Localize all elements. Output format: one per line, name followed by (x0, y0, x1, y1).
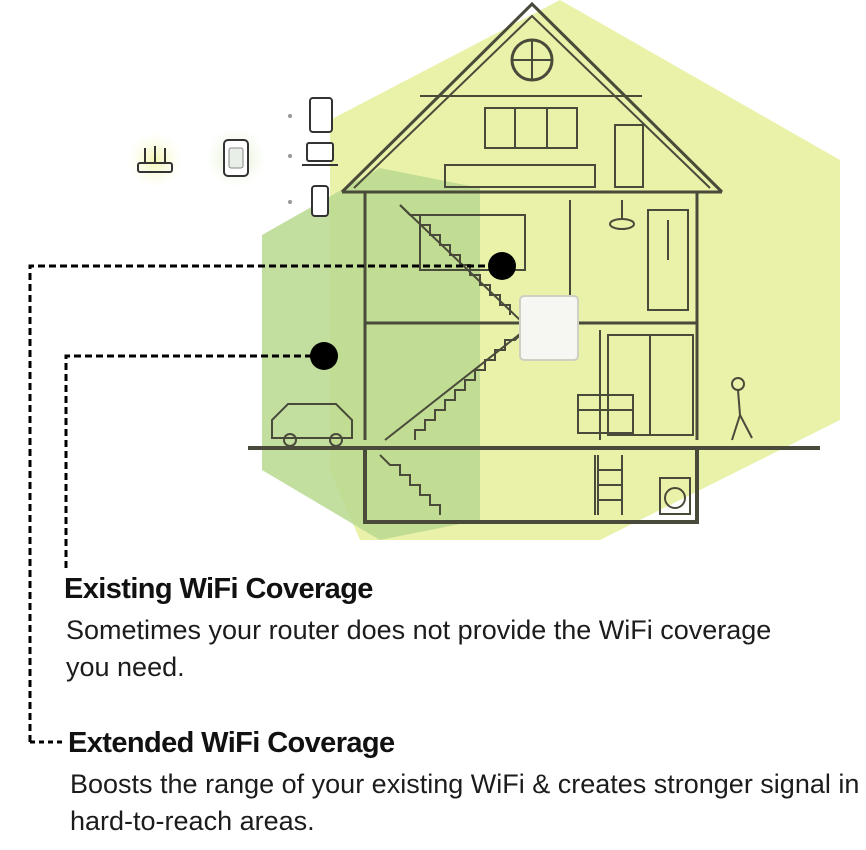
phone-icon (288, 185, 329, 217)
existing-connector (64, 342, 338, 568)
router-icon (127, 132, 183, 188)
existing-coverage-description: Sometimes your router does not provide t… (66, 615, 772, 682)
laptop-icon (288, 142, 338, 166)
extender-icon (206, 128, 266, 188)
existing-coverage-caption: Existing WiFi Coverage Sometimes your ro… (64, 572, 854, 686)
existing-coverage-heading: Existing WiFi Coverage (64, 573, 373, 605)
extended-coverage-heading: Extended WiFi Coverage (68, 727, 395, 759)
extended-coverage-description: Boosts the range of your existing WiFi &… (70, 769, 860, 836)
tablet-icon (288, 97, 333, 133)
extended-connector (28, 252, 516, 744)
extended-coverage-caption: Extended WiFi Coverage Boosts the range … (68, 726, 860, 840)
wifi-extender-device (519, 295, 579, 361)
existing-coverage-zone (262, 168, 480, 540)
house-illustration (248, 1, 820, 524)
